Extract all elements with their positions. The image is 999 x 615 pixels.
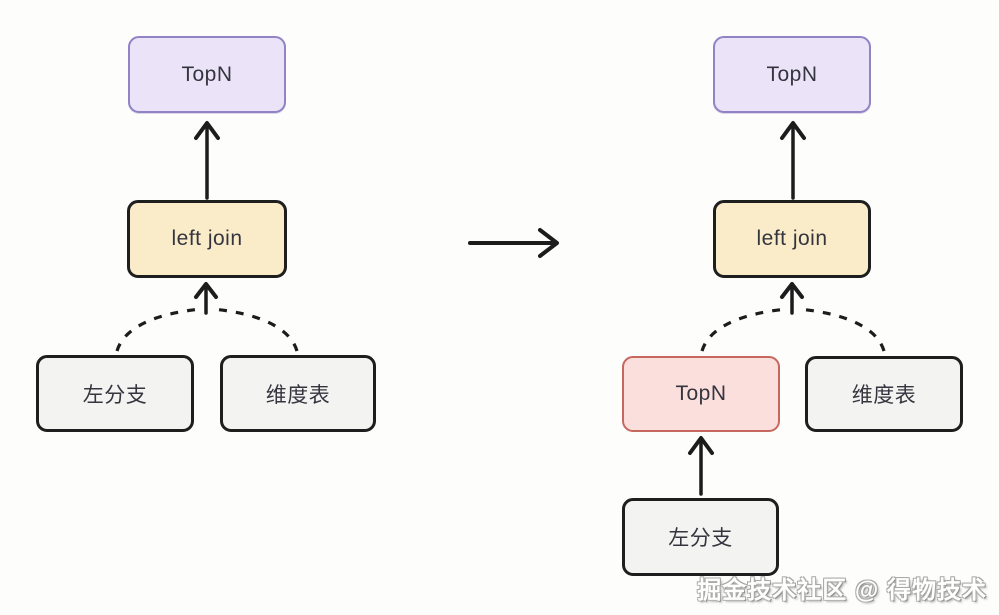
watermark: 掘金技术社区 @ 得物技术: [697, 577, 987, 604]
node-left-branch-before: 左分支: [36, 355, 194, 432]
node-topn-pushed-down: TopN: [622, 356, 780, 432]
node-label: TopN: [766, 62, 818, 86]
node-topn-after: TopN: [713, 36, 871, 113]
node-label: left join: [171, 227, 243, 250]
node-left-join-after: left join: [713, 200, 871, 278]
arrow-up-left-join-to-topn-right: [780, 121, 806, 200]
arrow-up-left-join-to-topn-left: [194, 121, 220, 200]
arrow-up-left-branch-to-topn-pushed: [688, 436, 714, 496]
arrow-up-into-left-join-left: [194, 282, 218, 315]
node-label: TopN: [181, 62, 233, 86]
node-label: 维度表: [265, 383, 331, 407]
node-left-join-before: left join: [127, 200, 287, 278]
node-dim-table-before: 维度表: [220, 355, 376, 432]
dashed-edge-children-to-join-right: [700, 307, 886, 352]
node-label: 左分支: [668, 527, 733, 550]
node-label: 维度表: [851, 384, 917, 407]
node-topn-before: TopN: [128, 36, 286, 113]
node-label: TopN: [675, 382, 727, 405]
node-dim-table-after: 维度表: [805, 356, 963, 432]
node-left-branch-after: 左分支: [622, 498, 779, 576]
node-label: 左分支: [82, 383, 148, 407]
node-label: left join: [756, 227, 828, 250]
transform-arrow-icon: [468, 228, 559, 258]
dashed-edge-left-branch-to-join-left: [115, 307, 299, 352]
arrow-up-into-left-join-right: [780, 282, 804, 315]
